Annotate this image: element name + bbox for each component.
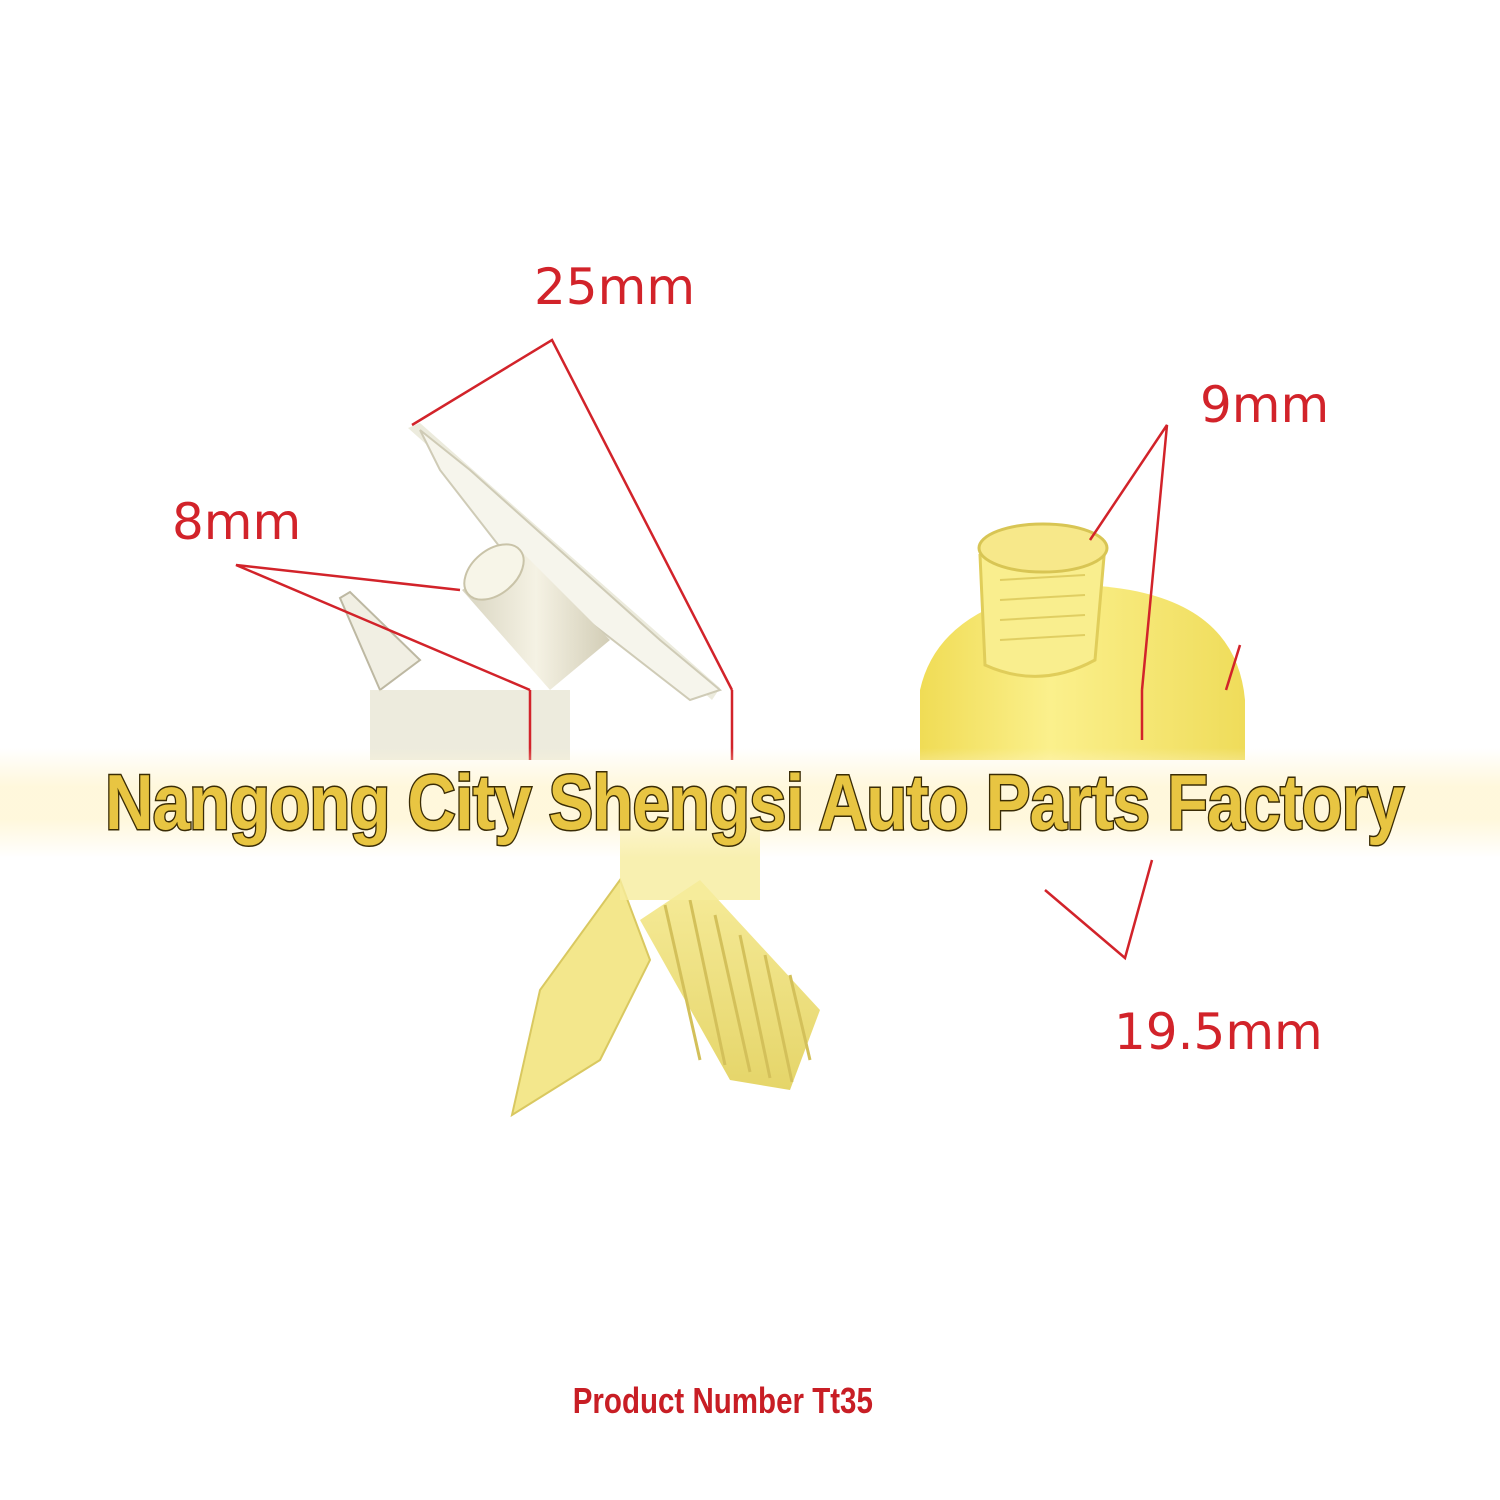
dimension-label-8mm: 8mm bbox=[172, 493, 302, 551]
dome-nut-tube-opening bbox=[977, 522, 1109, 574]
dimension-label-19_5mm: 19.5mm bbox=[1114, 1003, 1323, 1061]
dome-nut-inner-threads bbox=[999, 574, 1086, 641]
white-clip-part bbox=[338, 423, 723, 760]
yellow-screw-part bbox=[510, 820, 820, 1118]
yellow-screw-flange bbox=[510, 877, 652, 1118]
factory-watermark: Nangong City Shengsi Auto Parts Factory bbox=[104, 757, 1406, 848]
white-clip-shank-end bbox=[463, 543, 525, 601]
yellow-dome-nut bbox=[920, 522, 1245, 760]
yellow-screw-threads bbox=[663, 899, 812, 1083]
watermark-band bbox=[0, 748, 1500, 858]
white-clip-lower-wing bbox=[338, 590, 422, 692]
dim-line-9mm bbox=[1088, 424, 1169, 691]
dimension-label-9mm: 9mm bbox=[1200, 376, 1330, 434]
dim-line-25mm bbox=[411, 338, 734, 691]
dimension-label-25mm: 25mm bbox=[534, 258, 696, 316]
dim-line-19_5mm bbox=[1044, 859, 1154, 961]
dimension-lines bbox=[235, 338, 1242, 961]
white-clip-head-face bbox=[419, 429, 723, 702]
product-number: Product Number Tt35 bbox=[572, 1380, 873, 1421]
dim-line-8mm bbox=[235, 563, 531, 692]
